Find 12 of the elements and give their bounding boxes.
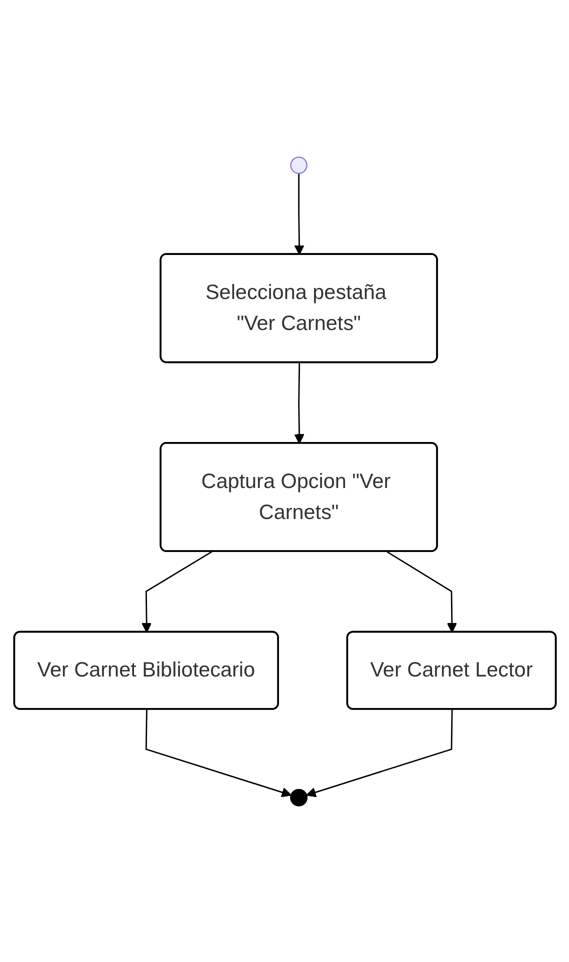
activity-box: Captura Opcion "Ver Carnets"	[159, 442, 438, 552]
end-node	[290, 788, 307, 806]
activity-box: Ver Carnet Bibliotecario	[12, 630, 278, 710]
arrow	[386, 550, 456, 632]
start-node	[290, 156, 307, 174]
arrow	[294, 362, 304, 444]
arrow	[294, 172, 304, 255]
activity-box: Selecciona pestaña "Ver Carnets"	[159, 252, 438, 363]
activity-box: Ver Carnet Lector	[346, 630, 556, 710]
arrow	[141, 550, 212, 632]
arrow	[306, 709, 452, 797]
arrow	[144, 709, 292, 797]
